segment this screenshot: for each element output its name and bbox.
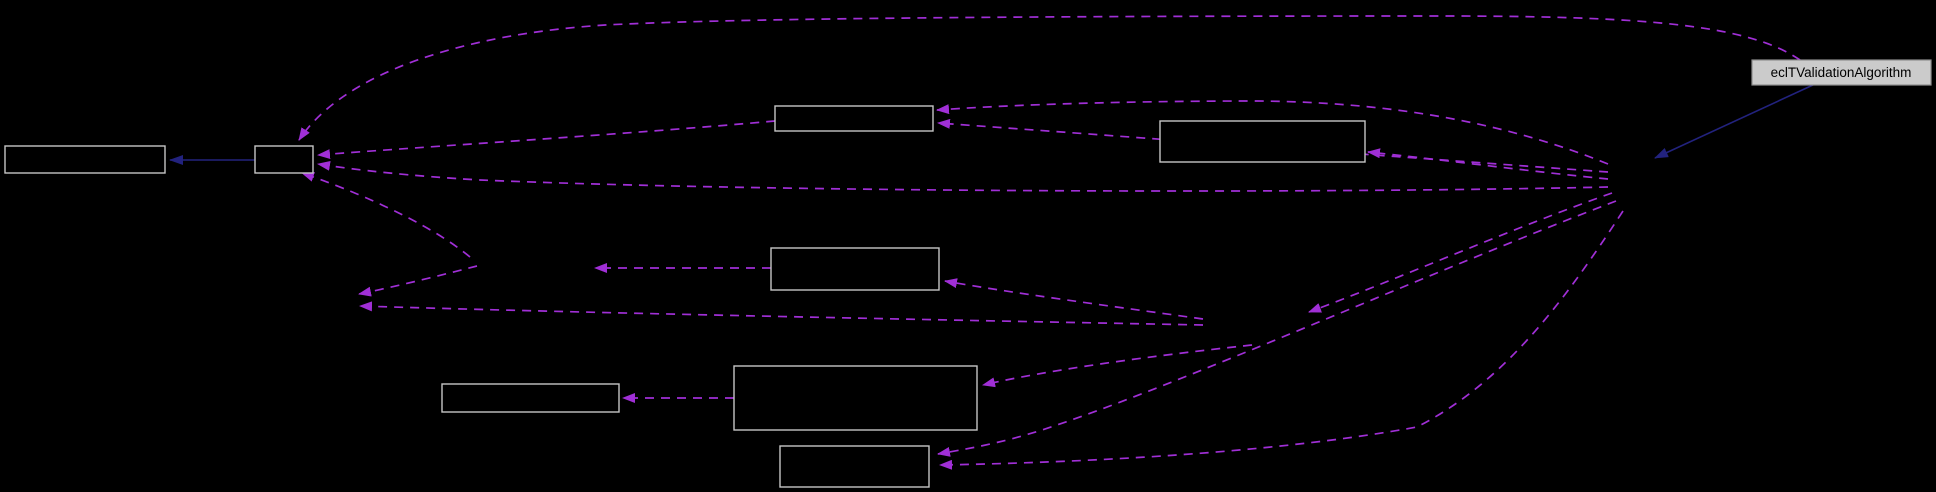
usage-edge-hub-to-bottom-upper	[937, 200, 1617, 457]
node-top-right[interactable]	[1159, 120, 1366, 163]
usage-edge-hub-to-hub4	[1308, 192, 1613, 313]
node-ecltvalidationalgorithm[interactable]: eclTValidationAlgorithm	[1751, 59, 1932, 86]
usage-edge-hub3-to-leftsmall	[301, 172, 471, 258]
usage-edge-hub3-to-hub2	[358, 265, 478, 297]
main-node-box[interactable]	[1751, 59, 1932, 86]
inheritance-edges	[169, 84, 1814, 165]
usage-edge-hub-to-bottom-lower	[939, 210, 1624, 470]
node-lower-large[interactable]	[733, 365, 978, 431]
inheritance-edge-main-to-hub	[1654, 84, 1814, 159]
usage-edge-hub-to-topright	[1367, 148, 1609, 180]
node-lower-left[interactable]	[441, 383, 620, 413]
usage-edge-hub-to-leftsmall	[317, 160, 1609, 192]
usage-edge-topcenter-to-leftsmall	[317, 120, 776, 160]
usage-edge-hub-to-topcenter-upper	[936, 100, 1609, 165]
node-top-center[interactable]	[774, 105, 934, 132]
usage-edges	[298, 15, 1801, 470]
usage-edge-hub4-to-lowerlarge	[982, 344, 1253, 388]
class-nodes	[4, 105, 1366, 488]
node-bottom[interactable]	[779, 445, 930, 488]
usage-edge-hub4-to-hub2	[359, 301, 1204, 326]
node-left-small[interactable]	[254, 145, 314, 174]
usage-edge-hub4-to-middle	[944, 278, 1204, 320]
node-far-left[interactable]	[4, 145, 166, 174]
usage-edge-top-arc	[298, 15, 1801, 141]
main-node-label: eclTValidationAlgorithm	[1771, 65, 1912, 80]
node-middle[interactable]	[770, 247, 940, 291]
